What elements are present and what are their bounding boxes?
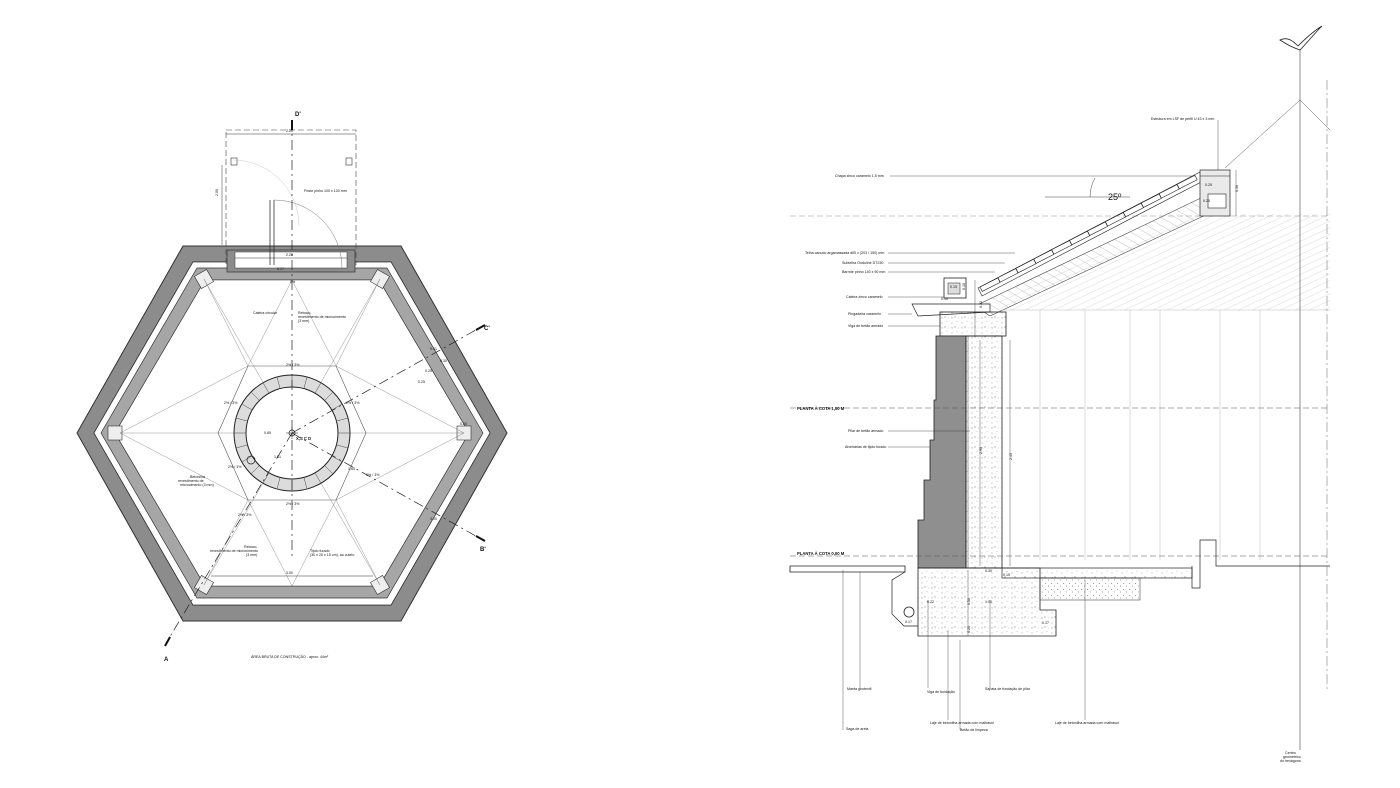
note-betonilha-2: revestimento de [178,479,204,483]
label-centro-2: geométrico [1283,755,1301,759]
hexagon-plan: D' C' B' A 2.20 2.00 2.20 0.17 3.00 0.31… [76,112,508,663]
label-manta: Manta geotextil [847,687,872,691]
note-reboco-bot-2: revestimento de microcimento [210,549,258,553]
dim-s1: 0.25 [1205,183,1212,187]
dim-center-c: 1.51 [274,455,281,459]
dim-right-a: 0.31 [430,347,437,351]
dim-entry-inner: 2.20 [286,253,293,257]
label-betao: Betão de limpeza [960,728,988,732]
label-estrutura-lsf: Estrutura em LSF de perfil U 43 x 3 mm [1151,117,1214,121]
dim-s5: 0.12 [979,301,983,308]
foundation-beam [917,567,1057,637]
note-center: X,S C D [296,436,311,441]
dim-s17: 0.15 [1003,573,1010,577]
entry-porch [225,129,357,273]
dim-right-f: 3.00 [430,517,437,521]
label-caleira: Caleira zinco caramelo [846,295,883,299]
dim-s6: 2.45 [1009,453,1013,460]
label-sapata: Sapata de fundação de pilar [985,687,1031,691]
level-upper: PLANTA À COTA 1,00 M [797,406,845,411]
roof-angle: 25º [1108,192,1122,202]
label-centro-1: Centro [1285,751,1296,755]
dim-s2: 0.36 [1235,185,1239,192]
label-centro-3: do hexágono [1280,759,1301,763]
section-mark-a: A [164,657,169,663]
slope-entry: 0% [290,280,296,284]
slope-bottom-left: 2% / 3% [238,513,252,517]
roof-interior-hatch [1000,214,1330,310]
dim-s14: 0.17 [1042,621,1049,625]
dim-s3: 0.25 [1203,199,1210,203]
note-caleira: Caleira circular [253,311,278,315]
inner-hexagon [217,365,367,501]
ridge-lsf [1199,169,1231,217]
outer-wall [917,335,967,569]
label-subtelha: Subtelha Onduline DT230 [842,261,883,265]
label-pingadeira: Pingadeira caramelo [848,312,881,316]
note-reboco-bot-3: (3 mm) [246,553,257,557]
label-laje-a: Laje de betonilha armada com malhasol [930,721,994,725]
dim-s8: 0.30 [985,569,992,573]
dim-s12: 0.17 [905,620,912,624]
section-mark-d: D' [295,112,301,118]
dim-right-c: 0.25 [425,369,432,373]
label-alvenarias: Alvenarias de tijolo furado [845,445,886,449]
manta-geotextil [891,571,918,627]
dim-s4: 0.10 [962,283,966,290]
note-reboco-bot-1: Reboco, [244,545,257,549]
dim-bottom-side: 3.00 [286,571,293,575]
section-mark-b: B' [480,547,486,553]
label-saga: Saga de areia [846,727,868,731]
dim-s9: 0.22 [927,600,934,604]
dim-s11: 1.00 [985,600,992,604]
dim-right-d: 0.25 [418,380,425,384]
dim-entry-depth: 2.00 [215,189,219,196]
dim-entry-width: 2.20 [286,129,293,133]
note-betonilha-3: microcimento (3 mm) [180,483,214,487]
ring-beam [939,311,1007,337]
ground-line [789,565,906,573]
dim-entry-small: 0.17 [277,267,284,271]
dim-s7: 2.95 [979,447,983,454]
section-axes [164,120,484,646]
label-barrote: Barrote pinho 140 x 90 mm [842,270,885,274]
label-viga-fundacao: Viga de fundação [927,690,955,694]
drain-small-icon [246,455,256,465]
dim-right-e: 0.20 [460,422,467,426]
note-reboco-top-3: (3 mm) [298,319,309,323]
note-reboco-top-2: revestimento de microcimento [298,315,346,319]
slope-left-lower: 2% / 3% [228,465,242,469]
note-reboco-top-1: Reboco, [298,311,311,315]
dim-right-b: 0.30 [440,359,447,363]
dim-s10: 0.50 [967,598,971,605]
plan-caption: ÁREA BRUTA DE CONSTRUÇÃO - aprox. 44m² [251,654,329,659]
slope-right-upper: 2% / 3% [346,401,360,405]
dim-s15: 0.15 [950,285,957,289]
inner-wall [965,335,1003,569]
note-betonilha-1: Betonilha [190,475,205,479]
label-telha: Telha canudo argamassada d50 x (203 / 15… [805,251,884,255]
dim-center-a: 0.85 [264,431,271,435]
label-laje-b: Laje de betonilha armada com malhasol [1055,721,1119,725]
wall-section: 25º PLANTA À COTA 1,00 M PLANTA À COTA 0… [789,25,1331,763]
drain-bricks [234,375,350,491]
slope-right-lower: 2% / 3% [366,473,380,477]
slope-bottom: 2% / 3% [286,502,300,506]
dim-s16: 0.10 [941,297,948,301]
section-mark-c: C' [484,326,490,332]
dim-s13: 0.25 [967,626,971,633]
label-viga: Viga de betão armado [848,324,883,328]
slope-top: 2% / 3% [286,363,300,367]
note-tijolo-2: (30 x 20 x 15 cm), ao cutelo [310,553,354,557]
level-lower: PLANTA À COTA 0,00 M [797,551,845,556]
label-pilar: Pilar de betão armado [848,429,883,433]
slope-left-upper: 2% / 3% [224,401,238,405]
note-tijolo-1: Tijolo furado [310,549,330,553]
label-chapa-zinco: Chapa zinco caramelo 1,5 mm [835,174,884,178]
seagull-icon [1279,25,1323,51]
note-poste: Poste pinho 100 x 100 mm [304,189,347,193]
drain-pipe-icon [903,606,915,618]
dim-center-b: 1.65 [348,467,355,471]
